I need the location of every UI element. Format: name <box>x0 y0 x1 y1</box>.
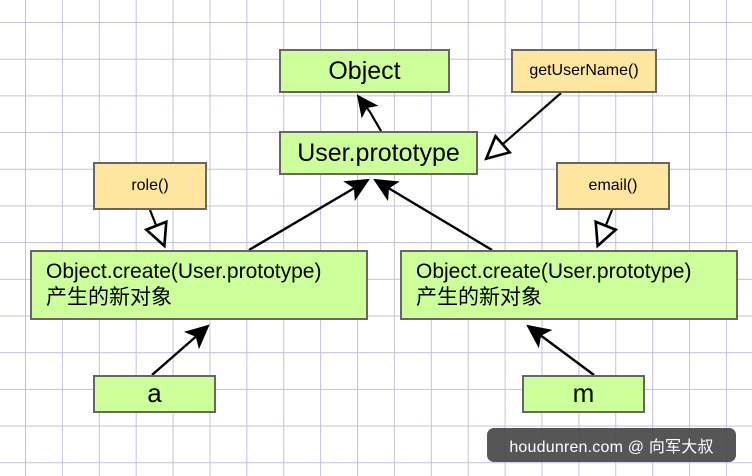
edge-object-create-right-to-user-prototype <box>373 178 493 252</box>
edge-email-to-object-create-right <box>598 209 612 245</box>
edge-m-to-object-create-right <box>526 324 595 376</box>
node-object[interactable]: Object <box>279 49 450 93</box>
edge-getusername-to-user-prototype <box>487 92 562 158</box>
node-instance-a[interactable]: a <box>93 375 216 413</box>
watermark-badge: houdunren.com @ 向军大叔 <box>487 428 736 462</box>
node-instance-m[interactable]: m <box>522 375 645 413</box>
node-object-create-left[interactable]: Object.create(User.prototype) 产生的新对象 <box>30 250 368 320</box>
node-email[interactable]: email() <box>556 162 670 210</box>
node-role[interactable]: role() <box>93 162 207 210</box>
edge-role-to-object-create-left <box>150 209 164 245</box>
node-user-prototype[interactable]: User.prototype <box>279 131 478 175</box>
edge-object-create-left-to-user-prototype <box>248 178 370 252</box>
edge-user-prototype-to-object <box>356 94 382 132</box>
node-get-user-name[interactable]: getUserName() <box>511 49 657 93</box>
edge-a-to-object-create-left <box>151 324 210 376</box>
node-object-create-right[interactable]: Object.create(User.prototype) 产生的新对象 <box>400 250 738 320</box>
